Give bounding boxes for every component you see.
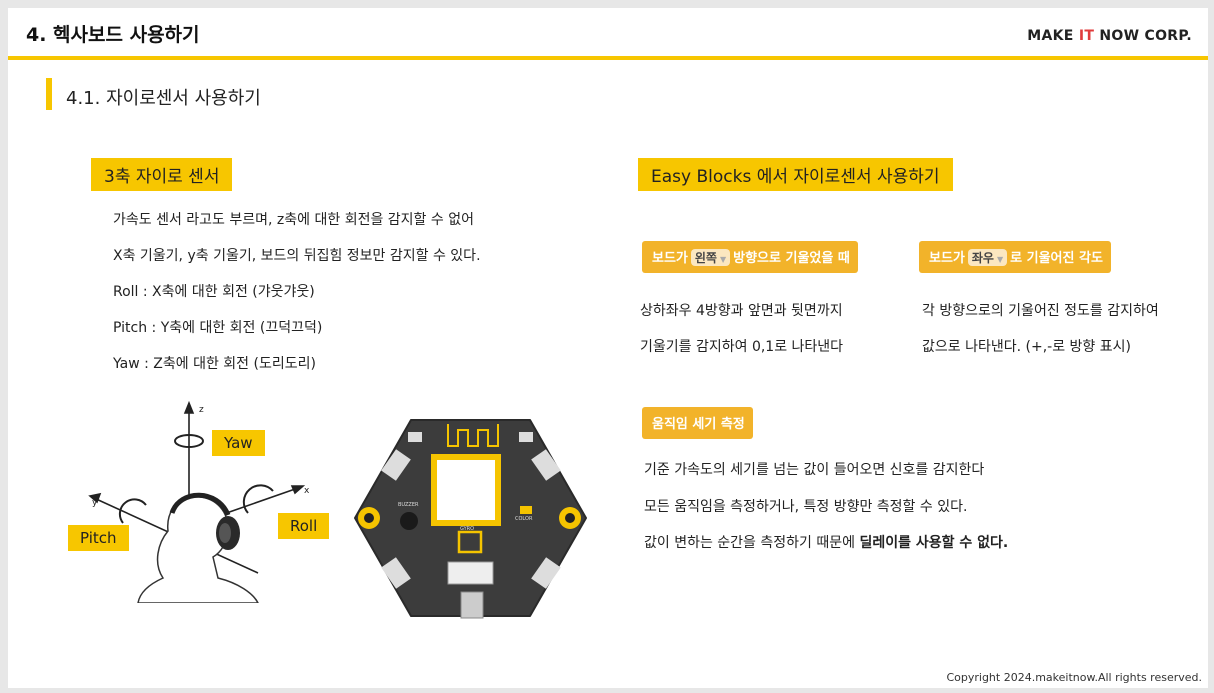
axis-z-label: z: [199, 405, 204, 415]
brand-logo: MAKE IT NOW CORP.: [1027, 28, 1192, 44]
color-label: COLOR: [515, 516, 533, 522]
block3-desc-3: 값이 변하는 순간을 측정하기 때문에 딜레이를 사용할 수 없다.: [644, 535, 1009, 551]
block3-desc-1: 기준 가속도의 세기를 넘는 값이 들어오면 신호를 감지한다: [644, 462, 985, 478]
left-line-5: Yaw : Z축에 대한 회전 (도리도리): [113, 356, 316, 372]
axis-dropdown: 좌우▼: [967, 249, 1008, 266]
yaw-label: Yaw: [212, 430, 265, 456]
motion-strength-block: 움직임 세기 측정: [642, 407, 753, 439]
left-line-2: X축 기울기, y축 기울기, 보드의 뒤집힘 정보만 감지할 수 있다.: [113, 248, 481, 264]
delay-warning: 딜레이를 사용할 수 없다.: [859, 535, 1009, 551]
easy-blocks-tag: Easy Blocks 에서 자이로센서 사용하기: [638, 158, 953, 191]
block2-desc-1: 각 방향으로의 기울어진 정도를 감지하여: [922, 303, 1159, 319]
z-arrow-icon: [183, 400, 195, 414]
axis-y-label: y: [92, 498, 98, 508]
yaw-rotation-icon: [174, 434, 204, 448]
section-title: 4.1. 자이로센서 사용하기: [66, 88, 261, 109]
page-title: 4. 헥사보드 사용하기: [26, 24, 200, 46]
gyro-chip-label: GYRO: [460, 526, 474, 532]
y-arrow-icon: [88, 492, 102, 504]
pitch-label: Pitch: [68, 525, 129, 551]
roll-label: Roll: [278, 513, 330, 539]
hexaboard-image: BUZZER COLOR GYRO: [354, 419, 587, 619]
block1-desc-1: 상하좌우 4방향과 앞면과 뒷면까지: [640, 303, 843, 319]
header-divider: [8, 56, 1208, 60]
section-marker: [46, 78, 52, 110]
x-arrow-icon: [290, 485, 306, 495]
axis-x-label: x: [304, 486, 310, 496]
left-line-4: Pitch : Y축에 대한 회전 (끄덕끄덕): [113, 320, 323, 336]
gyro-sensor-tag: 3축 자이로 센서: [91, 158, 233, 191]
block3-desc-2: 모든 움직임을 측정하거나, 특정 방향만 측정할 수 있다.: [644, 499, 968, 515]
copyright-footer: Copyright 2024.makeitnow.All rights rese…: [946, 671, 1202, 684]
slide: 4. 헥사보드 사용하기 MAKE IT NOW CORP. 4.1. 자이로센…: [8, 8, 1208, 688]
direction-dropdown: 왼쪽▼: [690, 249, 731, 266]
left-line-1: 가속도 센서 라고도 부르며, z축에 대한 회전을 감지할 수 없어: [113, 212, 474, 228]
block2-desc-2: 값으로 나타낸다. (+,-로 방향 표시): [922, 339, 1131, 355]
buzzer-label: BUZZER: [398, 502, 419, 508]
head-icon: [137, 492, 259, 603]
block1-desc-2: 기울기를 감지하여 0,1로 나타낸다: [640, 339, 844, 355]
pitch-rotation-icon: [118, 498, 147, 524]
dropdown-arrow-icon: ▼: [996, 255, 1004, 264]
roll-rotation-icon: [242, 484, 274, 514]
dropdown-arrow-icon: ▼: [719, 255, 727, 264]
axis-diagram: z y x: [88, 400, 310, 603]
left-line-3: Roll : X축에 대한 회전 (갸웃갸웃): [113, 284, 315, 300]
